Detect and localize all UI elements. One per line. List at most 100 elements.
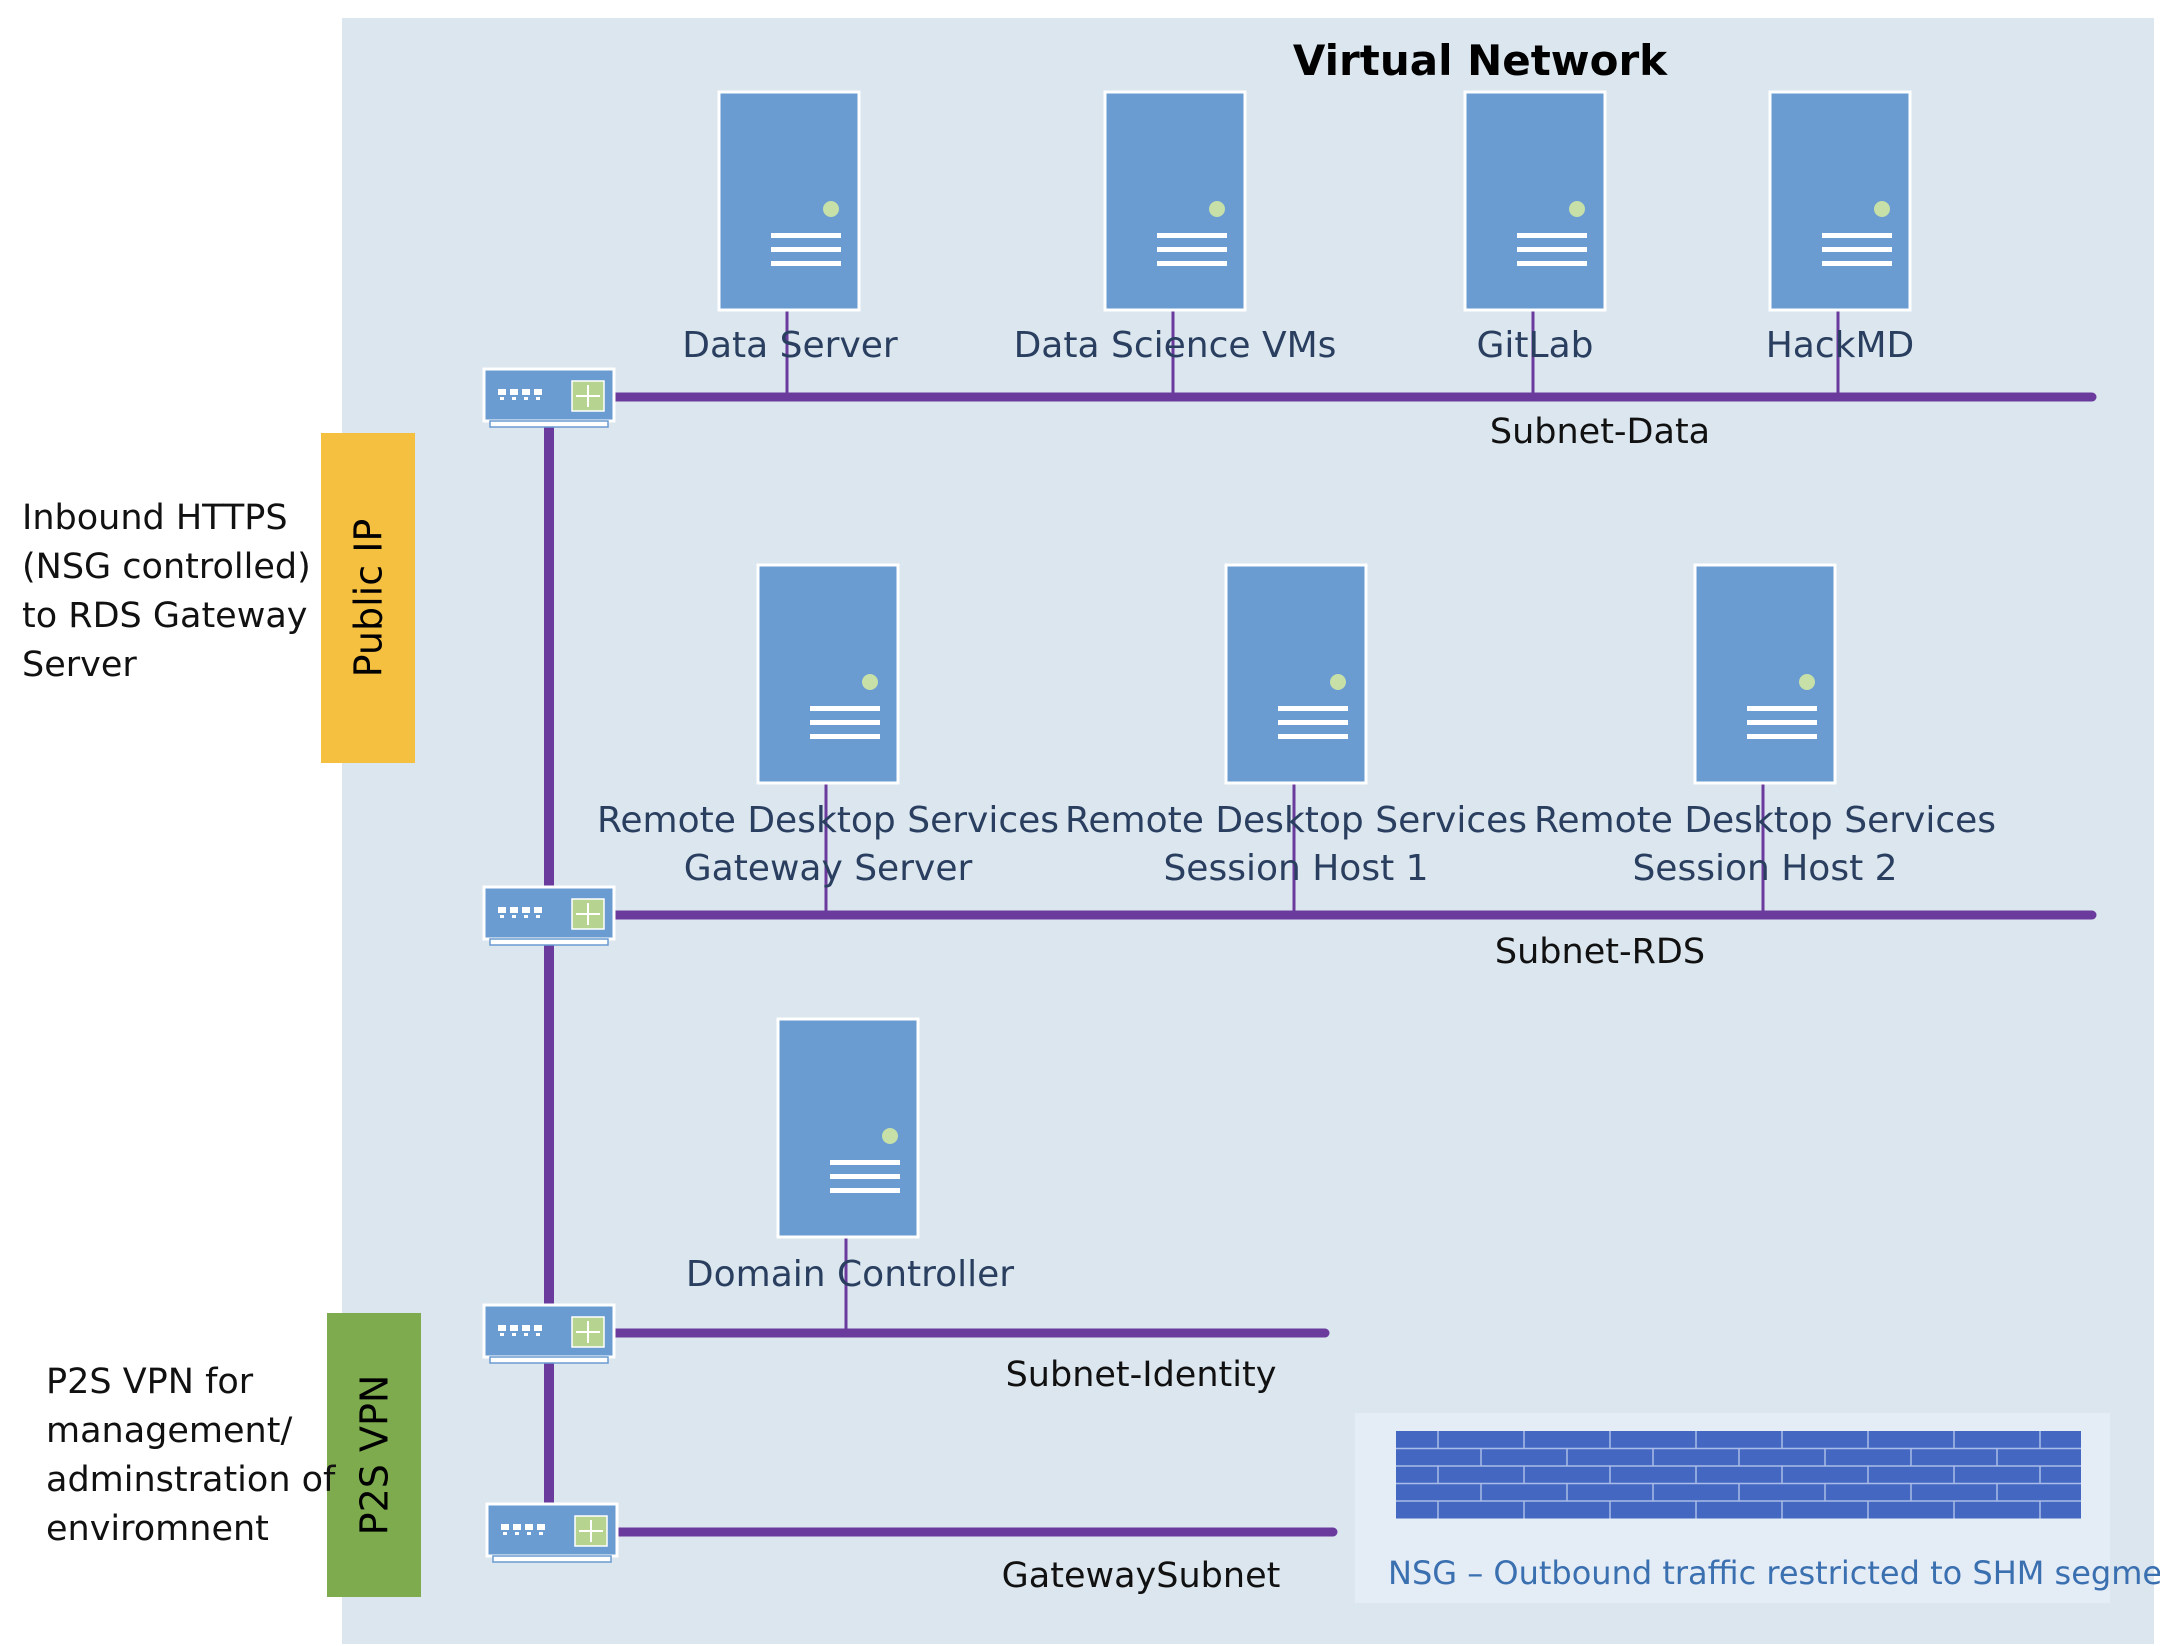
router-subnet-rds-port [522, 907, 530, 913]
router-subnet-gateway-port [537, 1524, 545, 1530]
server-icon [1224, 563, 1368, 785]
router-subnet-rds-port-pin [500, 915, 504, 918]
vent-line-rds-gateway [810, 734, 880, 739]
server-icon [1103, 90, 1247, 312]
server-body-rds-gateway [756, 563, 900, 785]
router-subnet-identity-port-pin [536, 1333, 540, 1336]
router-icon [482, 367, 616, 428]
server-icon [1463, 90, 1607, 312]
vent-line-data-server [771, 247, 841, 252]
router-subnet-gateway-port-pin [539, 1532, 543, 1535]
router-icon [482, 885, 616, 946]
subnet-label-identity: Subnet-Identity [1005, 1355, 1277, 1395]
server-label-hackmd: HackMD [1765, 325, 1915, 366]
server-body-data-science-vms [1103, 90, 1247, 312]
server-body-rds-session-host-2 [1693, 563, 1837, 785]
public-ip-badge: Public IP [321, 433, 415, 763]
server-body-domain-controller [776, 1017, 920, 1239]
status-led-rds-session-host-2 [1799, 674, 1815, 690]
vent-line-data-science-vms [1157, 233, 1227, 238]
router-subnet-data-port [498, 389, 506, 395]
router-subnet-gateway-port-pin [503, 1532, 507, 1535]
status-led-hackmd [1874, 201, 1890, 217]
router-subnet-gateway-base [492, 1555, 612, 1563]
firewall-body [1396, 1431, 2081, 1519]
server-label-rds-session-host-1: Remote Desktop Services Session Host 1 [1064, 800, 1528, 889]
vent-line-rds-session-host-2 [1747, 734, 1817, 739]
router-subnet-identity-port [522, 1325, 530, 1331]
router-subnet-identity-uplink-arrows [576, 1321, 600, 1343]
vent-line-domain-controller [830, 1174, 900, 1179]
nsg-label: NSG – Outbound traffic restricted to SHM… [1388, 1554, 2160, 1592]
router-subnet-identity-port [510, 1325, 518, 1331]
vent-line-rds-session-host-1 [1278, 720, 1348, 725]
router-subnet-rds-port-pin [512, 915, 516, 918]
router-subnet-identity-port-pin [512, 1333, 516, 1336]
status-led-rds-gateway [862, 674, 878, 690]
server-label-domain-controller: Domain Controller [685, 1254, 1015, 1295]
router-subnet-data-base [489, 420, 609, 428]
router-subnet-identity-port [498, 1325, 506, 1331]
status-led-data-science-vms [1209, 201, 1225, 217]
public-ip-badge-text: Public IP [346, 518, 391, 678]
vent-line-rds-session-host-2 [1747, 706, 1817, 711]
server-body-rds-session-host-1 [1224, 563, 1368, 785]
public-ip-badge-bg [321, 433, 415, 763]
vent-line-rds-gateway [810, 720, 880, 725]
vent-line-rds-session-host-1 [1278, 734, 1348, 739]
router-subnet-data-port-pin [536, 397, 540, 400]
router-subnet-data-port-pin [524, 397, 528, 400]
server-body-hackmd [1768, 90, 1912, 312]
vent-line-data-science-vms [1157, 247, 1227, 252]
router-subnet-rds-port [510, 907, 518, 913]
router-subnet-data-port [522, 389, 530, 395]
router-subnet-rds-port-pin [524, 915, 528, 918]
server-label-data-science-vms: Data Science VMs [1013, 325, 1337, 366]
router-subnet-rds-base [489, 938, 609, 946]
server-label-gitlab: GitLab [1476, 325, 1594, 366]
subnet-label-rds: Subnet-RDS [1494, 932, 1706, 972]
router-icon [485, 1502, 619, 1563]
vent-line-rds-gateway [810, 706, 880, 711]
server-icon [1768, 90, 1912, 312]
subnet-label-gateway: GatewaySubnet [1001, 1556, 1281, 1596]
vent-line-hackmd [1822, 261, 1892, 266]
status-led-domain-controller [882, 1128, 898, 1144]
subnet-label-data: Subnet-Data [1489, 412, 1711, 452]
server-label-rds-session-host-2: Remote Desktop Services Session Host 2 [1533, 800, 1997, 889]
server-label-data-server: Data Server [682, 325, 898, 366]
router-subnet-identity-port [534, 1325, 542, 1331]
vpn-badge-bg [327, 1313, 421, 1597]
router-subnet-rds-port-pin [536, 915, 540, 918]
vpn-note: P2S VPN for management/ adminstration of… [46, 1362, 336, 1549]
server-icon [756, 563, 900, 785]
server-body-data-server [717, 90, 861, 312]
vent-line-hackmd [1822, 233, 1892, 238]
router-subnet-rds-uplink-arrows [576, 903, 600, 925]
router-icon [482, 1303, 616, 1364]
router-subnet-data-port-pin [500, 397, 504, 400]
public-ip-note: Inbound HTTPS (NSG controlled) to RDS Ga… [22, 498, 311, 685]
vent-line-domain-controller [830, 1188, 900, 1193]
vent-line-data-science-vms [1157, 261, 1227, 266]
status-led-data-server [823, 201, 839, 217]
router-subnet-rds-port [498, 907, 506, 913]
router-subnet-identity-port-pin [500, 1333, 504, 1336]
vpn-badge: P2S VPN [327, 1313, 421, 1597]
router-subnet-gateway-port [525, 1524, 533, 1530]
router-subnet-gateway-port [501, 1524, 509, 1530]
router-subnet-data-uplink-arrows [576, 385, 600, 407]
server-icon [717, 90, 861, 312]
vent-line-domain-controller [830, 1160, 900, 1165]
router-subnet-data-port [510, 389, 518, 395]
router-subnet-gateway-port [513, 1524, 521, 1530]
virtual-network-title: Virtual Network [1292, 36, 1668, 85]
router-subnet-gateway-port-pin [527, 1532, 531, 1535]
vent-line-gitlab [1517, 261, 1587, 266]
status-led-rds-session-host-1 [1330, 674, 1346, 690]
vent-line-rds-session-host-2 [1747, 720, 1817, 725]
router-subnet-data-port-pin [512, 397, 516, 400]
vpn-badge-text: P2S VPN [352, 1374, 397, 1536]
